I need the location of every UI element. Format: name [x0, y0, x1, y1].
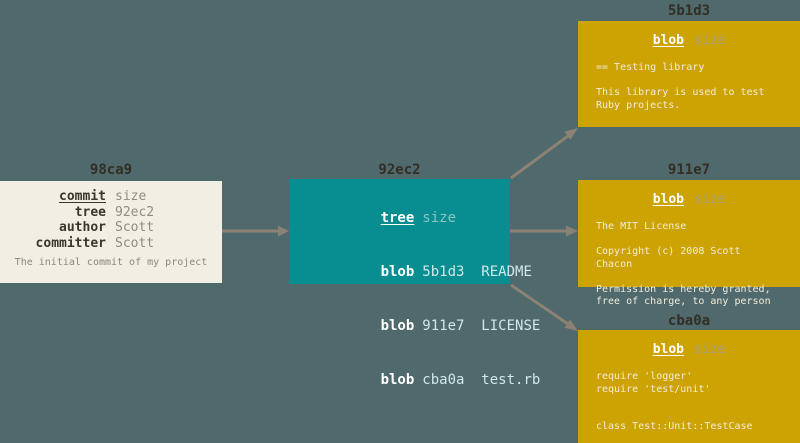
commit-row-tree: tree 92ec2 — [0, 205, 222, 221]
commit-author-value: Scott — [115, 220, 155, 235]
tree-blob-license-value: 911e7 LICENSE — [422, 318, 541, 334]
tree-blob-readme-value: 5b1d3 README — [422, 264, 532, 280]
blob-node-911e7: blob size The MIT License Copyright (c) 2… — [578, 180, 800, 307]
tree-blob-key: blob — [380, 372, 415, 388]
tree-node-hash-label: 92ec2 — [378, 162, 421, 178]
tree-row-blob-license: blob 911e7 LICENSE — [330, 299, 541, 353]
blob-content-readme: == Testing library This library is used … — [596, 62, 765, 111]
tree-size-value: size — [422, 210, 457, 226]
blob-911e7-hash-label: 911e7 — [667, 162, 711, 178]
blob-type-key: blob — [652, 33, 684, 48]
blob-5b1d3-hash-label: 5b1d3 — [667, 3, 711, 19]
tree-type-key: tree — [380, 210, 415, 226]
commit-row-committer: committer Scott — [0, 236, 222, 252]
tree-row-blob-readme: blob 5b1d3 README — [330, 245, 532, 299]
blob-size-value: size — [694, 192, 726, 207]
commit-type-key: commit — [59, 189, 106, 204]
commit-row-author: author Scott — [0, 220, 222, 236]
blob-header: blob size — [578, 33, 800, 49]
blob-cba0a-hash-label: cba0a — [667, 313, 711, 329]
arrow-commit-to-tree — [222, 225, 289, 237]
commit-node: commit size tree 92ec2 author Scott comm… — [0, 181, 222, 283]
blob-type-key: blob — [652, 342, 684, 357]
blob-header: blob size — [578, 342, 800, 358]
blob-size-value: size — [694, 342, 726, 357]
commit-row-type: commit size — [0, 189, 222, 205]
commit-tree-value: 92ec2 — [115, 204, 155, 220]
commit-committer-value: Scott — [115, 235, 155, 251]
arrow-tree-to-blob-cba0a — [510, 283, 578, 331]
commit-node-hash-label: 98ca9 — [89, 162, 133, 178]
blob-node-cba0a: blob size require 'logger' require 'test/… — [578, 330, 800, 443]
tree-blob-key: blob — [380, 264, 415, 280]
blob-type-key: blob — [652, 192, 684, 207]
tree-node: tree size blob 5b1d3 README blob 911e7 LICE… — [289, 179, 540, 388]
tree-blob-testrb-value: cba0a test.rb — [422, 372, 541, 388]
commit-committer-key: committer — [35, 235, 106, 251]
blob-content-license: The MIT License Copyright (c) 2008 Scott… — [596, 221, 771, 307]
commit-message: The initial commit of my project — [14, 257, 208, 268]
blob-size-value: size — [694, 33, 726, 48]
arrow-tree-to-blob-911e7 — [510, 225, 578, 237]
commit-author-key: author — [59, 220, 106, 235]
arrow-tree-to-blob-5b1d3 — [510, 128, 578, 180]
blob-node-5b1d3: blob size == Testing library This library… — [578, 21, 800, 127]
tree-row-type: tree size — [330, 191, 510, 245]
tree-blob-key: blob — [380, 318, 415, 334]
commit-tree-key: tree — [74, 204, 106, 220]
commit-size-value: size — [115, 189, 147, 204]
blob-header: blob size — [578, 192, 800, 208]
blob-content-testrb: require 'logger' require 'test/unit' cla… — [596, 371, 753, 432]
tree-row-blob-testrb: blob cba0a test.rb — [330, 353, 541, 407]
